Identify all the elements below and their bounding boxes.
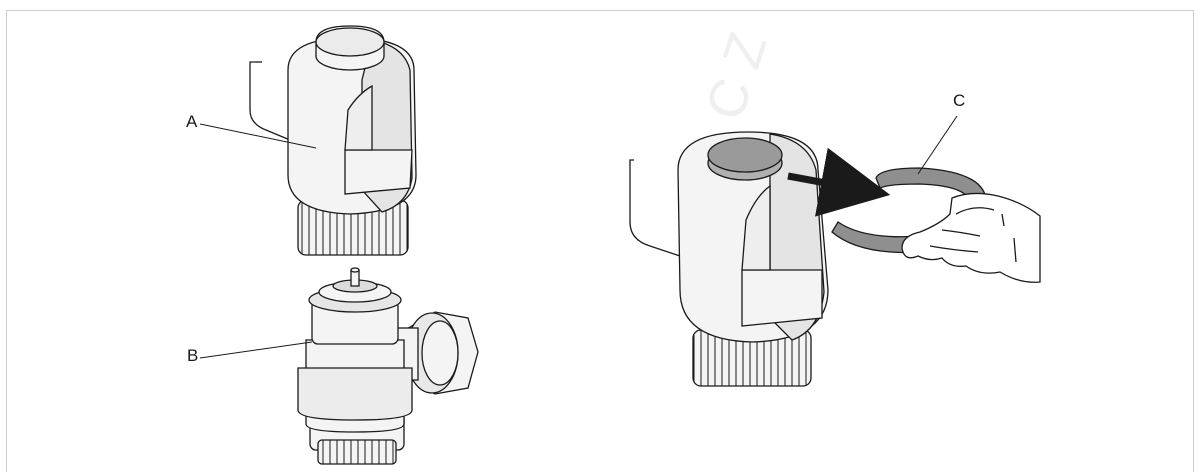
- label-c: C: [953, 92, 965, 109]
- hand-icon: [902, 193, 1040, 282]
- leader-line-c: [918, 116, 957, 174]
- label-a: A: [186, 113, 197, 130]
- leader-line-b: [200, 342, 312, 358]
- actuator-a-icon: [250, 26, 416, 255]
- actuator-right-icon: [630, 132, 828, 386]
- valve-b-icon: [298, 268, 478, 464]
- label-b: B: [187, 347, 198, 364]
